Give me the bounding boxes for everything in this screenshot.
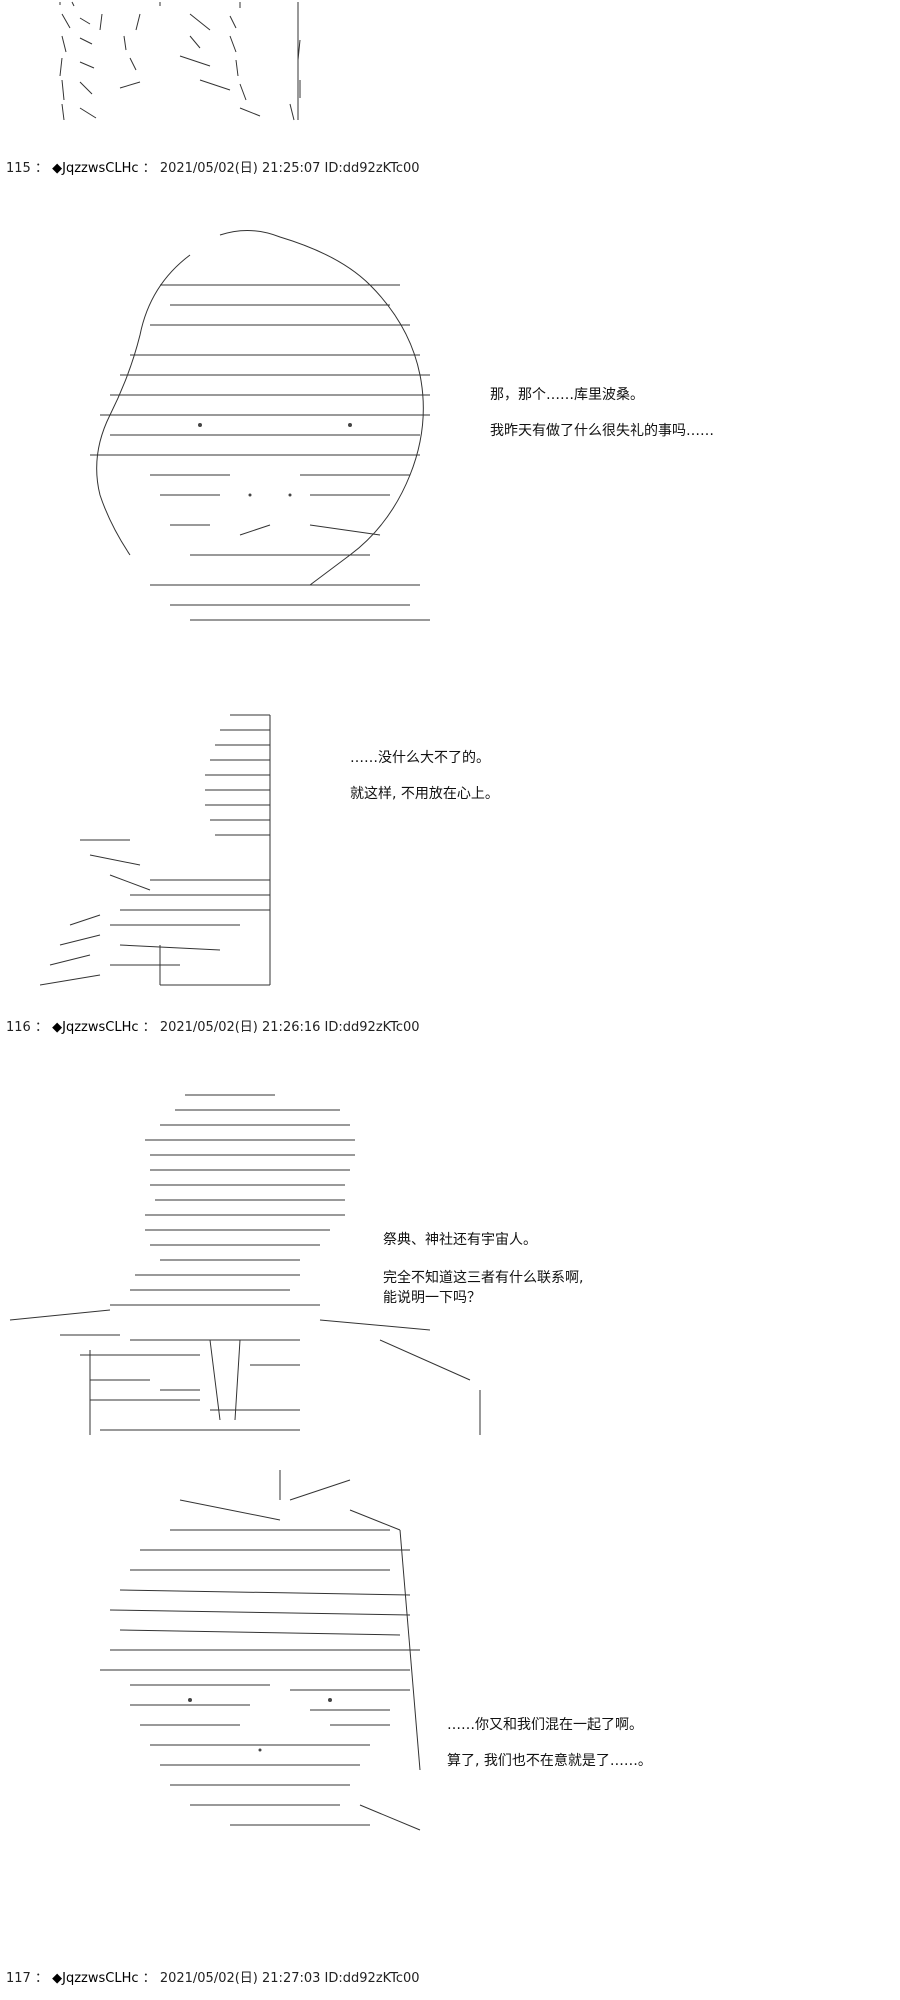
- dialog-line: ……没什么大不了的。: [350, 750, 490, 766]
- dialog-line: 算了, 我们也不在意就是了……。: [447, 1753, 652, 1769]
- ascii-art-top: [40, 0, 330, 125]
- post-number: 115: [6, 161, 31, 176]
- post-header-116: 116 ： ◆JqzzwsCLHc ： 2021/05/02(日) 21:26:…: [6, 1016, 420, 1035]
- post-id[interactable]: ID:dd92zKTc00: [324, 1020, 420, 1035]
- post-id[interactable]: ID:dd92zKTc00: [324, 161, 420, 176]
- dialog-line: 完全不知道这三者有什么联系啊,: [383, 1270, 584, 1286]
- post-date: 2021/05/02(日) 21:25:07: [159, 161, 321, 176]
- post-id[interactable]: ID:dd92zKTc00: [324, 1971, 420, 1986]
- dialog-line: ……你又和我们混在一起了啊。: [447, 1717, 643, 1733]
- dialog-line: 就这样, 不用放在心上。: [350, 786, 499, 802]
- ascii-art-character-3: [0, 1090, 490, 1450]
- post-separator: ：: [142, 1971, 156, 1986]
- ascii-art-character-2: [40, 710, 280, 990]
- post-separator: ：: [34, 161, 48, 176]
- post-date: 2021/05/02(日) 21:27:03: [159, 1971, 321, 1986]
- post-author[interactable]: ◆JqzzwsCLHc: [52, 1971, 139, 1986]
- dialog-line: 能说明一下吗？: [383, 1290, 481, 1306]
- post-separator: ：: [34, 1020, 48, 1035]
- post-date: 2021/05/02(日) 21:26:16: [159, 1020, 321, 1035]
- post-separator: ：: [34, 1971, 48, 1986]
- dialog-line: 那，那个……库里波桑。: [490, 387, 644, 403]
- post-separator: ：: [142, 1020, 156, 1035]
- dialog-4: ……你又和我们混在一起了啊。 算了, 我们也不在意就是了……。: [447, 1715, 652, 1787]
- post-separator: ：: [142, 161, 156, 176]
- dialog-3: 祭典、神社还有宇宙人。 完全不知道这三者有什么联系啊, 能说明一下吗？: [383, 1230, 583, 1324]
- post-header-115: 115 ： ◆JqzzwsCLHc ： 2021/05/02(日) 21:25:…: [6, 157, 420, 176]
- ascii-art-character-1: [50, 225, 480, 625]
- dialog-line: 我昨天有做了什么很失礼的事吗……: [490, 423, 714, 439]
- dialog-2: ……没什么大不了的。 就这样, 不用放在心上。: [350, 748, 499, 820]
- post-number: 116: [6, 1020, 31, 1035]
- post-number: 117: [6, 1971, 31, 1986]
- dialog-1: 那，那个……库里波桑。 我昨天有做了什么很失礼的事吗……: [490, 385, 714, 457]
- post-author[interactable]: ◆JqzzwsCLHc: [52, 161, 139, 176]
- post-author[interactable]: ◆JqzzwsCLHc: [52, 1020, 139, 1035]
- ascii-art-character-4: [90, 1470, 430, 1840]
- post-header-117: 117 ： ◆JqzzwsCLHc ： 2021/05/02(日) 21:27:…: [6, 1967, 420, 1986]
- dialog-line: 祭典、神社还有宇宙人。: [383, 1232, 537, 1248]
